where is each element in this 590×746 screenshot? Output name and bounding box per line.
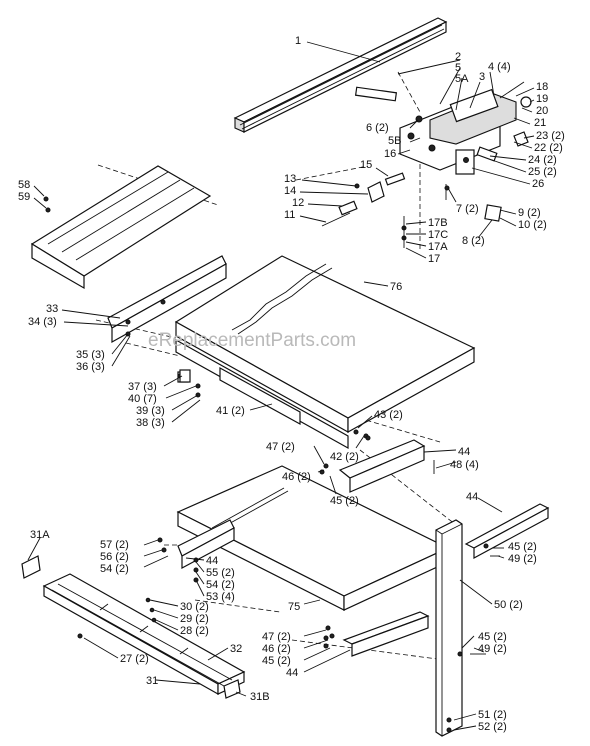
callout-l17c: 17C [428, 229, 448, 241]
callout-l11: 11 [284, 209, 295, 221]
callout-l1: 1 [295, 35, 301, 47]
callout-l36: 36 (3) [76, 361, 105, 373]
callout-l54b: 54 (2) [206, 579, 235, 591]
callout-l53: 53 (4) [206, 591, 235, 603]
callout-l31: 31 [146, 675, 158, 687]
callout-l5b: 5B [388, 135, 401, 147]
rear-rail [30, 165, 212, 290]
callout-l18: 18 [536, 81, 548, 93]
callout-l59: 59 [18, 191, 30, 203]
callout-l45c: 45 (2) [262, 655, 291, 667]
callout-l41: 41 (2) [216, 405, 245, 417]
callout-l2: 2 [455, 51, 461, 63]
fence-rail [233, 17, 448, 133]
callout-l3: 3 [479, 71, 485, 83]
callout-l26: 26 [532, 178, 544, 190]
callout-l46b: 46 (2) [262, 643, 291, 655]
callout-l46a: 46 (2) [282, 471, 311, 483]
callout-l47a: 47 (2) [266, 441, 295, 453]
callout-l42: 42 (2) [330, 451, 359, 463]
upper-table [174, 255, 476, 450]
callout-l32: 32 [230, 643, 242, 655]
callout-l9: 9 (2) [518, 207, 541, 219]
callout-l23: 23 (2) [536, 130, 565, 142]
callout-l50: 50 (2) [494, 599, 523, 611]
callout-l30: 30 (2) [180, 601, 209, 613]
callout-l40: 40 (7) [128, 393, 157, 405]
callout-l58: 58 [18, 179, 30, 191]
watermark: eReplacementParts.com [148, 330, 356, 351]
callout-l24: 24 (2) [528, 154, 557, 166]
callout-l76: 76 [390, 281, 402, 293]
callout-l10: 10 (2) [518, 219, 547, 231]
callout-l54a: 54 (2) [100, 563, 129, 575]
callout-l21: 21 [534, 117, 546, 129]
callout-l4: 4 (4) [488, 61, 511, 73]
callout-l5: 5 [455, 62, 461, 74]
lower-table [157, 465, 450, 611]
callout-l29: 29 (2) [180, 613, 209, 625]
callout-l27: 27 (2) [120, 653, 149, 665]
callout-l16: 16 [384, 148, 396, 160]
callout-l14: 14 [284, 185, 296, 197]
callout-l37: 37 (3) [128, 381, 157, 393]
bottom-bracket [325, 611, 486, 657]
rear-angle-bar [107, 255, 227, 344]
callout-l17b: 17B [428, 217, 448, 229]
callout-l45b: 45 (2) [508, 541, 537, 553]
callout-l31a: 31A [30, 529, 50, 541]
callout-l48: 48 (4) [450, 459, 479, 471]
callout-l49a: 49 (2) [508, 553, 537, 565]
callout-l75: 75 [288, 601, 300, 613]
callout-l43: 43 (2) [374, 409, 403, 421]
callout-l44b: 44 [466, 491, 478, 503]
callout-l57: 57 (2) [100, 539, 129, 551]
callout-l25: 25 (2) [528, 166, 557, 178]
callout-l19: 19 [536, 93, 548, 105]
callout-l39: 39 (3) [136, 405, 165, 417]
callout-l49b: 49 (2) [478, 643, 507, 655]
callout-l38: 38 (3) [136, 417, 165, 429]
callout-l45a: 45 (2) [330, 495, 359, 507]
callout-l8: 8 (2) [462, 235, 485, 247]
callout-l45d: 45 (2) [478, 631, 507, 643]
callout-l5a: 5A [455, 73, 469, 85]
front-rail [21, 555, 246, 699]
table-leg [435, 519, 463, 737]
callout-l56: 56 (2) [100, 551, 129, 563]
callout-l35: 35 (3) [76, 349, 105, 361]
fence-head-assembly [354, 81, 532, 222]
callout-l6: 6 (2) [366, 122, 389, 134]
callout-l55: 55 (2) [206, 567, 235, 579]
callout-l44d: 44 [286, 667, 298, 679]
callout-l47b: 47 (2) [262, 631, 291, 643]
callout-l52: 52 (2) [478, 721, 507, 733]
callout-l12: 12 [292, 197, 304, 209]
callout-l28: 28 (2) [180, 625, 209, 637]
callout-l15: 15 [360, 159, 372, 171]
callout-l44c: 44 [206, 555, 218, 567]
callout-l34: 34 (3) [28, 316, 57, 328]
leader-lines [27, 41, 535, 731]
far-bracket [464, 503, 550, 560]
support-bracket [319, 439, 435, 493]
callout-l51: 51 (2) [478, 709, 507, 721]
callout-l17a: 17A [428, 241, 448, 253]
callout-l20: 20 [536, 105, 548, 117]
callout-l22: 22 (2) [534, 142, 563, 154]
lock-rod-assembly [321, 172, 406, 227]
callout-l17: 17 [428, 253, 440, 265]
callout-l33: 33 [46, 303, 58, 315]
callout-labels: 1 2 5 5A 3 4 (4) 18 19 20 21 23 (2) 22 (… [18, 35, 565, 733]
callout-l44a: 44 [458, 446, 470, 458]
callout-l7: 7 (2) [456, 203, 479, 215]
callout-l13: 13 [284, 173, 296, 185]
callout-l31b: 31B [250, 691, 270, 703]
